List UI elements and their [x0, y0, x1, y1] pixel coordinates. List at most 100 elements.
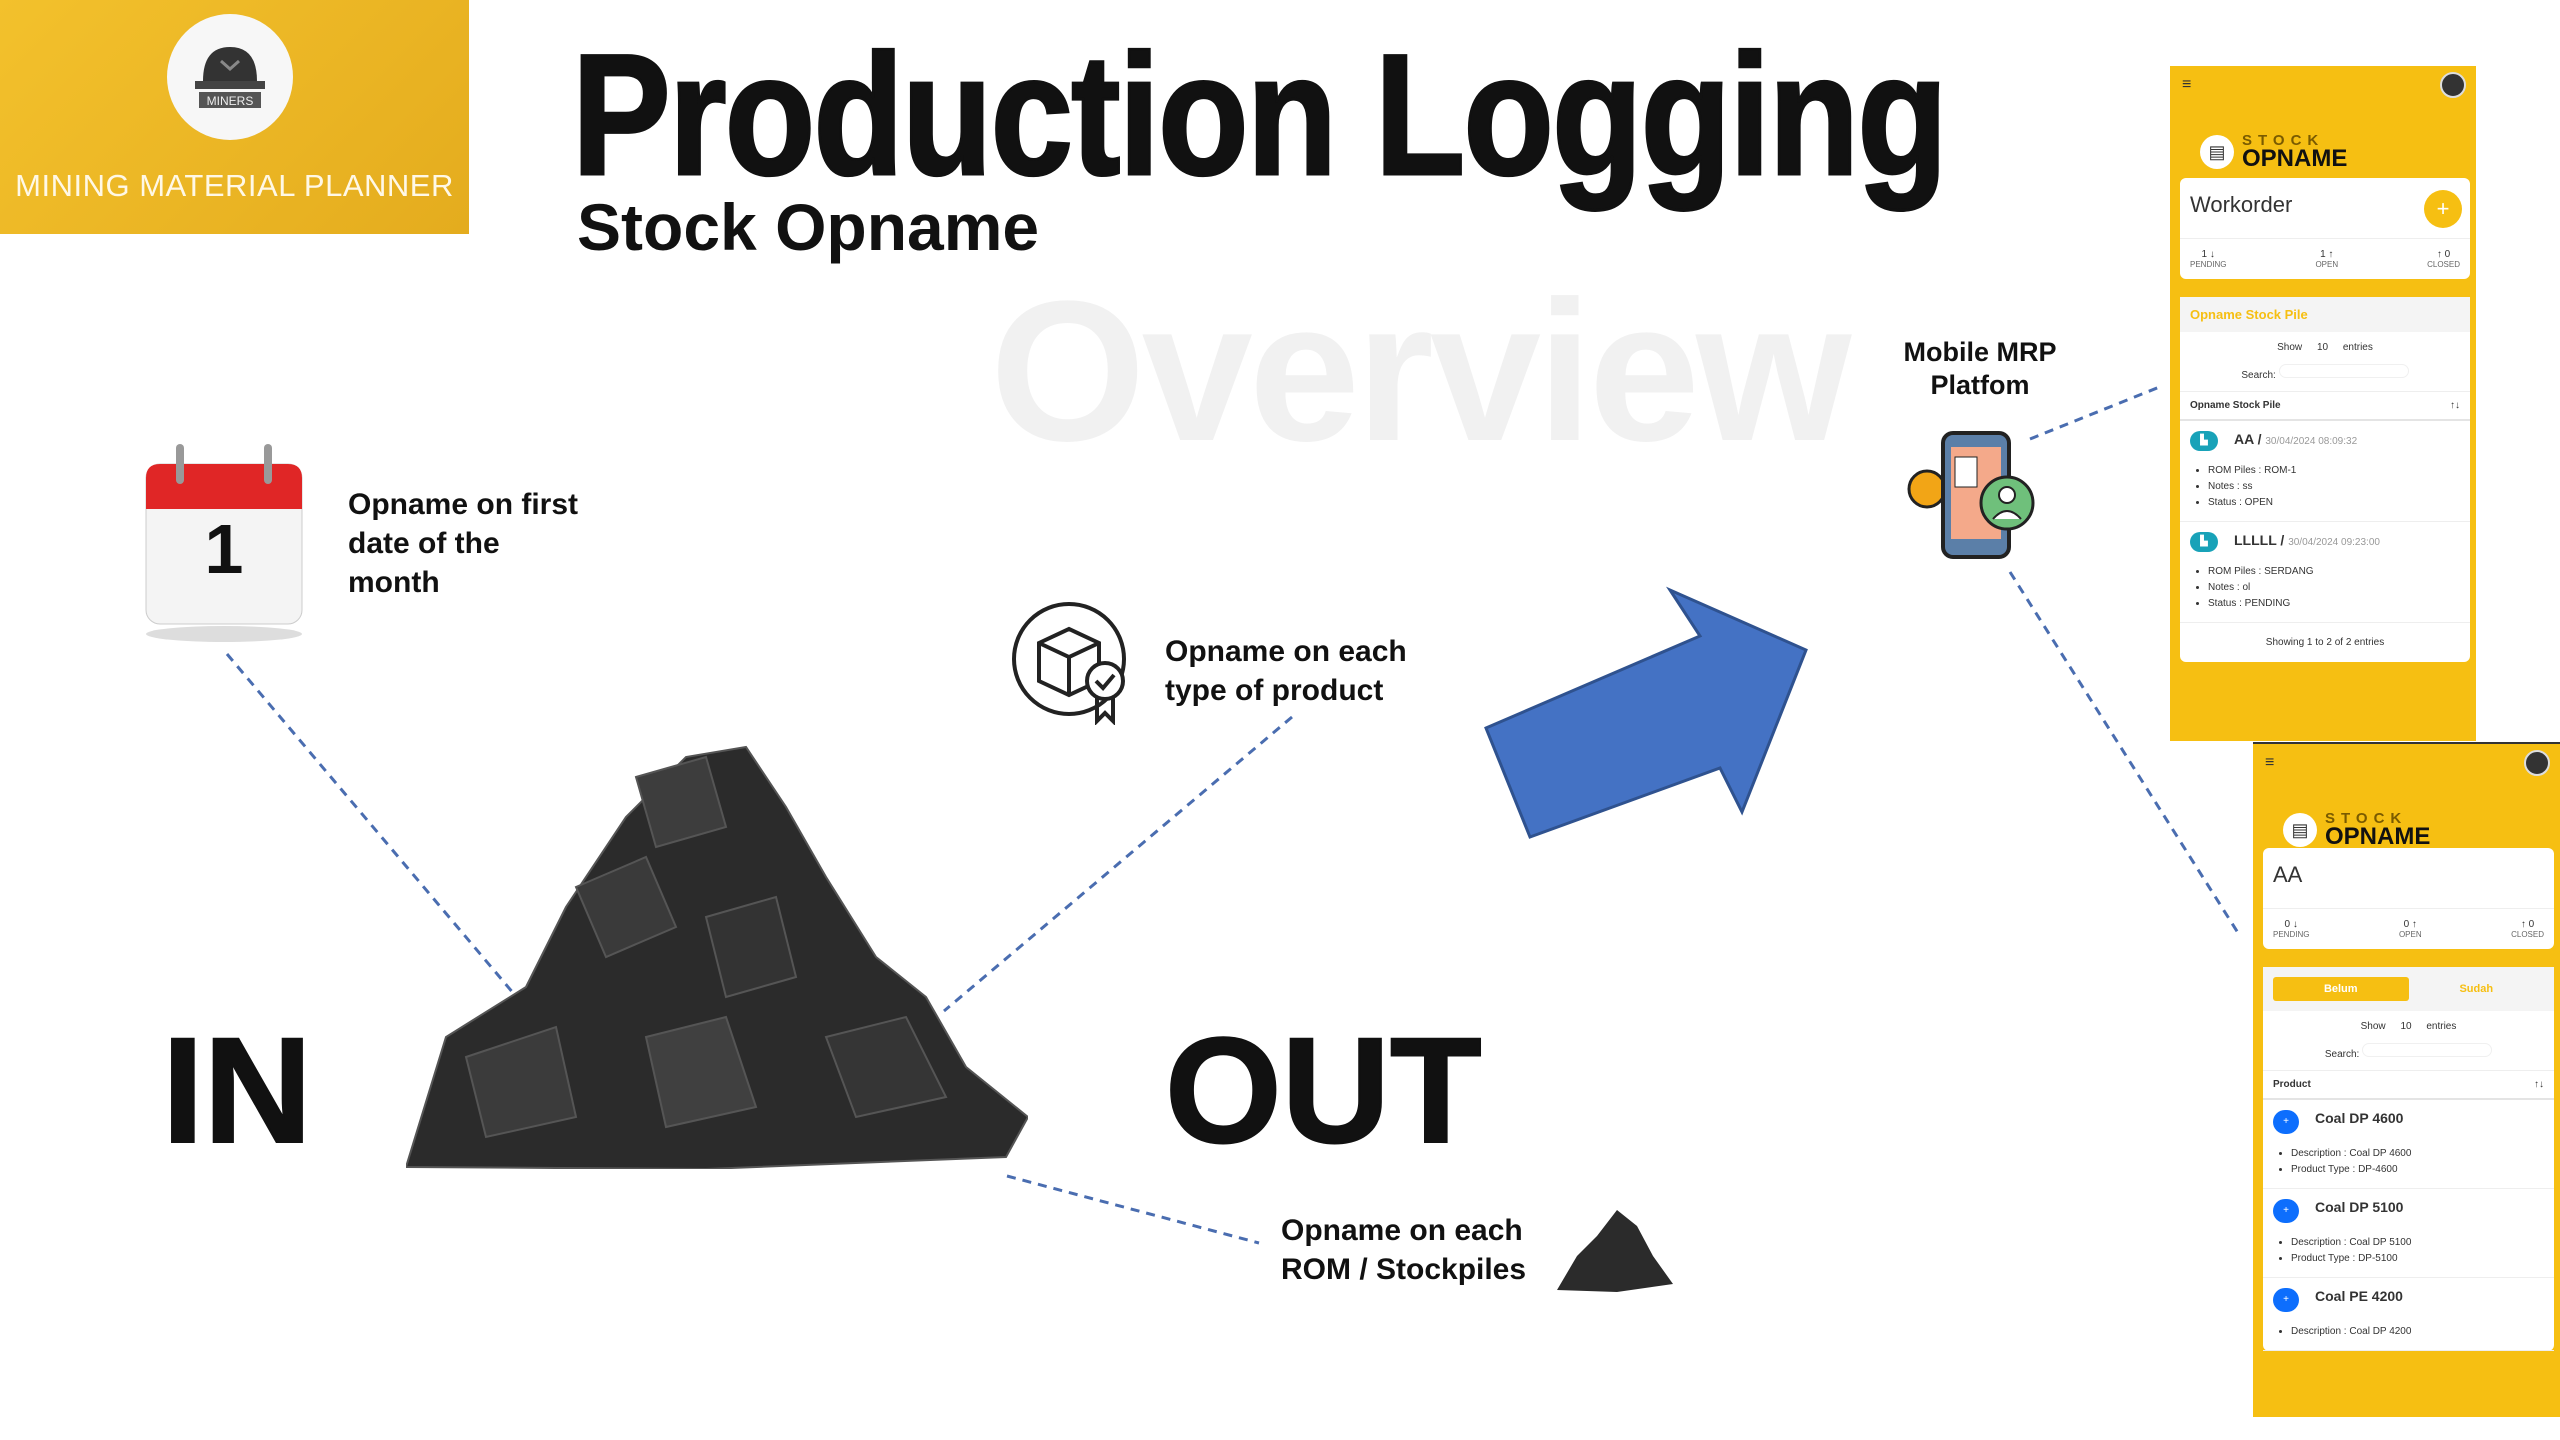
sort-icon[interactable]: ↑↓ [2534, 1079, 2544, 1090]
list-item[interactable]: +Coal PE 4200 Description : Coal DP 4200 [2263, 1278, 2554, 1351]
brand-top: STOCK [2242, 132, 2325, 149]
add-circle-icon[interactable]: + [2273, 1110, 2299, 1134]
row-detail: Product Type : DP-4600 [2291, 1162, 2544, 1178]
column-header[interactable]: Product [2273, 1079, 2311, 1090]
search-label: Search: [2324, 1049, 2360, 1060]
list-item[interactable]: ▙AA / 30/04/2024 08:09:32 ROM Piles : RO… [2180, 421, 2470, 522]
miners-avatar [2524, 750, 2550, 776]
arrow-icon [1484, 586, 1808, 839]
label-line: Platfom [1930, 370, 2030, 400]
row-name: Coal DP 5100 [2315, 1199, 2404, 1215]
row-detail: Notes : ol [2208, 580, 2460, 596]
show-label: Show [2360, 1021, 2386, 1032]
search-label: Search: [2241, 370, 2276, 381]
label-line: Opname on each [1281, 1214, 1523, 1247]
search-input[interactable] [2362, 1043, 2493, 1057]
table-footer: Showing 1 to 2 of 2 entries [2265, 637, 2385, 648]
entries-label: entries [2342, 342, 2373, 353]
stat-label: OPEN [2315, 260, 2339, 269]
row-date: 30/04/2024 09:23:00 [2288, 537, 2380, 548]
app-name: MINING MATERIAL PLANNER [15, 168, 454, 203]
stat-label: PENDING [2190, 260, 2227, 269]
pile-icon: ▙ [2190, 431, 2218, 451]
entries-select[interactable]: 10 [2316, 342, 2329, 353]
label-line: date of the [348, 527, 500, 560]
label-line: month [348, 566, 440, 599]
row-detail: Description : Coal DP 4600 [2291, 1146, 2544, 1162]
stat-value: ↑ 0 [2436, 249, 2451, 260]
product-box-icon [1011, 601, 1135, 730]
clipboard-check-icon: ▤ [2283, 813, 2317, 847]
stat-pending: 1 ↓PENDING [2190, 249, 2226, 269]
brand-bottom: OPNAME [2325, 823, 2431, 850]
stat-open: 1 ↑OPEN [2315, 249, 2338, 269]
stat-open: 0 ↑OPEN [2399, 919, 2422, 939]
overview-watermark: Overview [990, 260, 1851, 483]
calendar-day: 1 [204, 510, 244, 588]
page-title: Production Logging [571, 19, 1949, 211]
list-item[interactable]: + Coal DP 5100 Description : Coal DP 5100… [2263, 1189, 2554, 1278]
row-detail: ROM Piles : SERDANG [2208, 564, 2460, 580]
row-name: Coal DP 4600 [2315, 1110, 2404, 1126]
sort-icon[interactable]: ↑↓ [2450, 400, 2460, 411]
list-item[interactable]: ▙LLLLL / 30/04/2024 09:23:00 ROM Piles :… [2180, 522, 2470, 623]
label-line: type of product [1165, 674, 1384, 707]
add-circle-icon[interactable]: + [2273, 1199, 2299, 1223]
brand-bottom: OPNAME [2242, 145, 2348, 172]
mobile-phone-icon [1905, 427, 2039, 572]
search-input[interactable] [2278, 364, 2409, 378]
product-type-label: Opname on each type of product [1165, 632, 1407, 710]
stat-label: CLOSED [2427, 260, 2460, 269]
miners-avatar [2440, 72, 2466, 98]
row-date: 30/04/2024 08:09:32 [2265, 436, 2358, 447]
entries-select[interactable]: 10 [2400, 1021, 2412, 1032]
column-header[interactable]: Opname Stock Pile [2190, 400, 2281, 411]
small-coal-icon [1557, 1206, 1673, 1297]
coal-pile-image [404, 737, 1030, 1174]
entries-label: entries [2426, 1021, 2457, 1032]
add-button[interactable]: + [2424, 190, 2462, 228]
row-detail: Notes : ss [2208, 479, 2460, 495]
calendar-icon: 1 [141, 439, 307, 646]
show-label: Show [2277, 342, 2303, 353]
stat-pending: 0 ↓PENDING [2273, 919, 2309, 939]
tab-sudah[interactable]: Sudah [2459, 983, 2494, 995]
svg-text:MINERS: MINERS [207, 94, 254, 108]
card-title: AA [2273, 862, 2303, 887]
brand-top: STOCK [2325, 810, 2408, 827]
list-item[interactable]: + Coal DP 4600 Description : Coal DP 4600… [2263, 1100, 2554, 1189]
clipboard-check-icon: ▤ [2200, 135, 2234, 169]
stat-value: 1 ↓ [2201, 249, 2215, 260]
stat-value: ↑ 0 [2520, 919, 2535, 930]
pile-icon: ▙ [2190, 532, 2218, 552]
menu-icon[interactable]: ≡ [2182, 76, 2192, 93]
tab-belum[interactable]: Belum [2273, 977, 2409, 1001]
label-line: ROM / Stockpiles [1281, 1253, 1527, 1286]
row-detail: Description : Coal DP 4200 [2291, 1324, 2544, 1340]
section-header: Opname Stock Pile [2180, 297, 2470, 332]
row-detail: Status : OPEN [2208, 495, 2460, 511]
in-label: IN [161, 1006, 313, 1174]
stat-label: CLOSED [2511, 930, 2544, 939]
add-circle-icon[interactable]: + [2273, 1288, 2299, 1312]
stat-value: 0 ↑ [2403, 919, 2417, 930]
label-line: Mobile MRP [1903, 337, 2057, 367]
menu-icon[interactable]: ≡ [2265, 754, 2275, 771]
stat-value: 1 ↑ [2320, 249, 2334, 260]
row-detail: Status : PENDING [2208, 596, 2460, 612]
label-line: Opname on each [1165, 635, 1407, 668]
stat-value: 0 ↓ [2284, 919, 2298, 930]
row-name: AA / [2234, 431, 2262, 447]
row-detail: Description : Coal DP 5100 [2291, 1235, 2544, 1251]
out-label: OUT [1164, 1006, 1483, 1174]
page-subtitle: Stock Opname [577, 190, 1040, 264]
card-title: Workorder [2190, 192, 2293, 217]
